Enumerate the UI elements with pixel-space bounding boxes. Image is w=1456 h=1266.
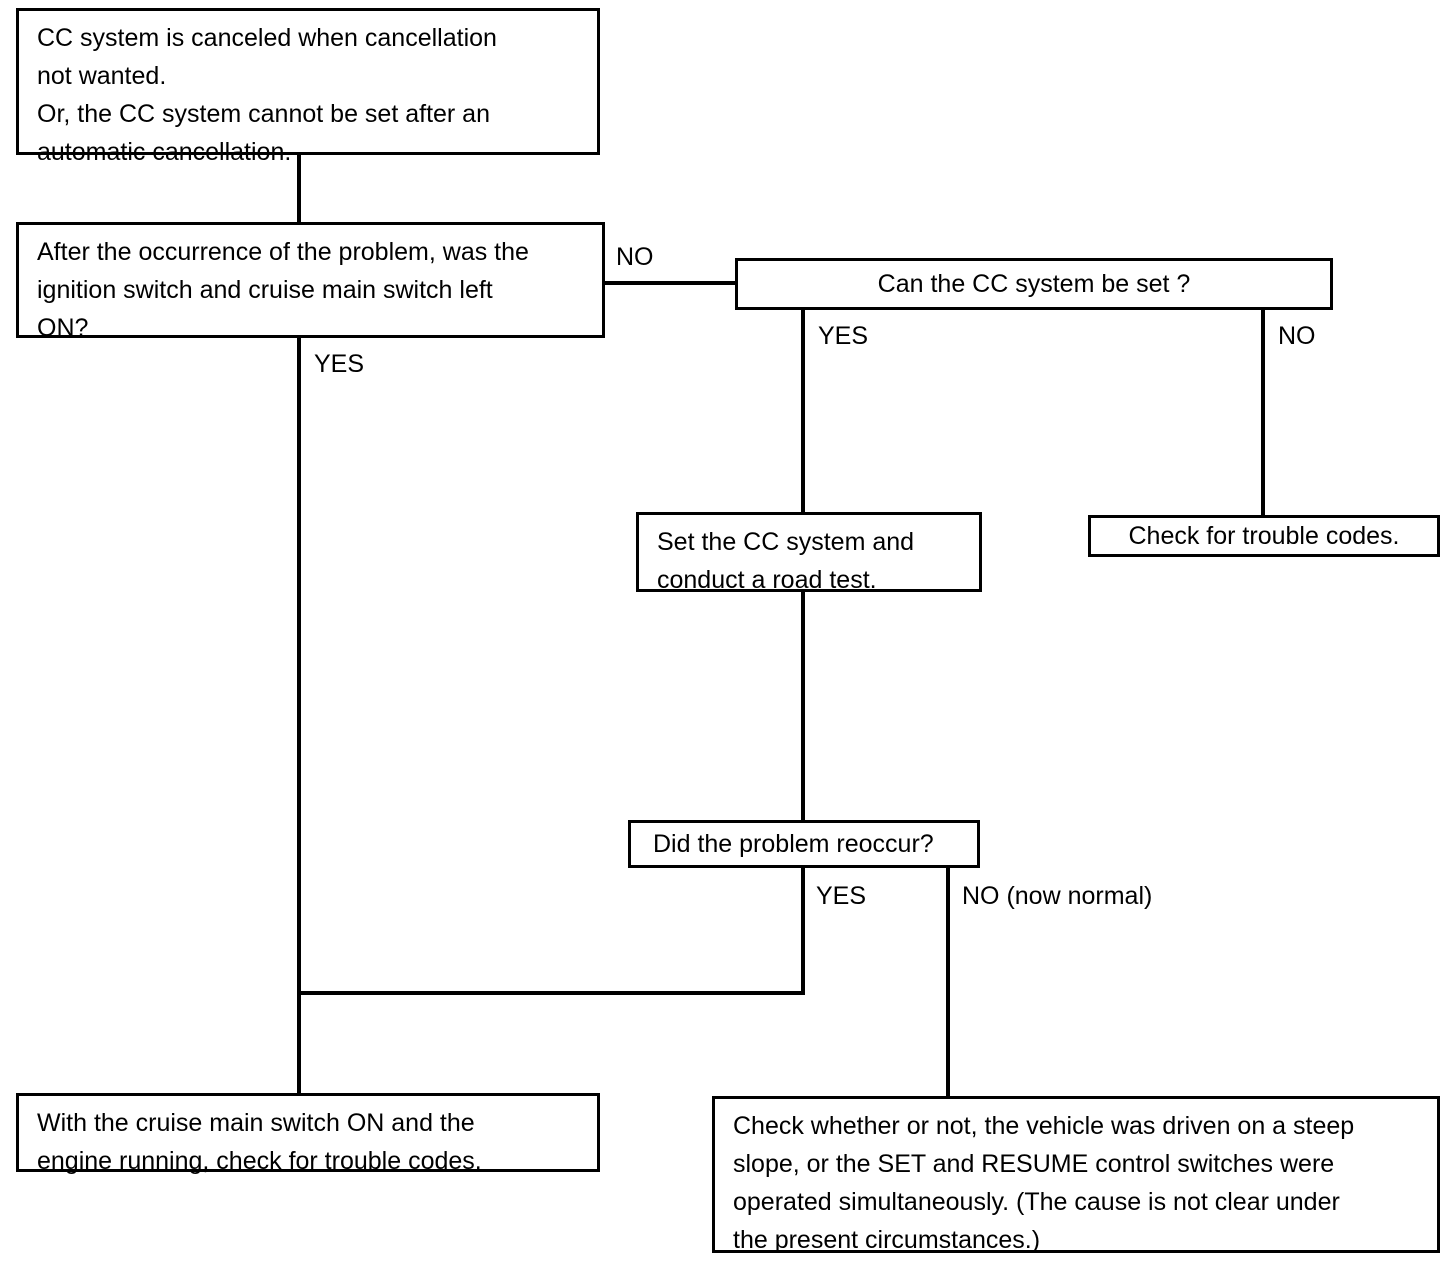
edge-reoccur-yes-vertical <box>801 866 805 995</box>
edge-can-set-yes-vertical <box>801 308 805 514</box>
edge-can-set-no-vertical <box>1261 308 1265 517</box>
node-problem-statement: CC system is canceled when cancellation … <box>16 8 600 166</box>
node-can-set-question: Can the CC system be set ? <box>735 258 1333 310</box>
node-reoccur-question: Did the problem reoccur? <box>628 820 980 868</box>
edge-label-ignition-no: NO <box>616 243 654 271</box>
node-ignition-question: After the occurrence of the problem, was… <box>16 222 605 342</box>
edge-reoccur-yes-horizontal <box>297 991 805 995</box>
node-cruise-switch-on-check: With the cruise main switch ON and the e… <box>16 1093 600 1175</box>
edge-label-can-set-yes: YES <box>818 322 869 350</box>
edge-ignition-yes-vertical <box>297 336 301 1094</box>
edge-label-ignition-yes: YES <box>314 350 365 378</box>
edge-label-reoccur-no: NO (now normal) <box>962 882 1153 910</box>
edge-problem-to-ignition <box>297 155 301 224</box>
edge-ignition-no-horizontal <box>603 281 738 285</box>
edge-road-test-to-reoccur <box>801 590 805 822</box>
node-steep-slope-check: Check whether or not, the vehicle was dr… <box>712 1096 1440 1254</box>
edge-label-can-set-no: NO <box>1278 322 1316 350</box>
node-check-trouble-codes: Check for trouble codes. <box>1088 515 1440 557</box>
node-set-and-road-test: Set the CC system and conduct a road tes… <box>636 512 982 594</box>
edge-label-reoccur-yes: YES <box>816 882 867 910</box>
edge-reoccur-no-vertical <box>946 866 950 1098</box>
